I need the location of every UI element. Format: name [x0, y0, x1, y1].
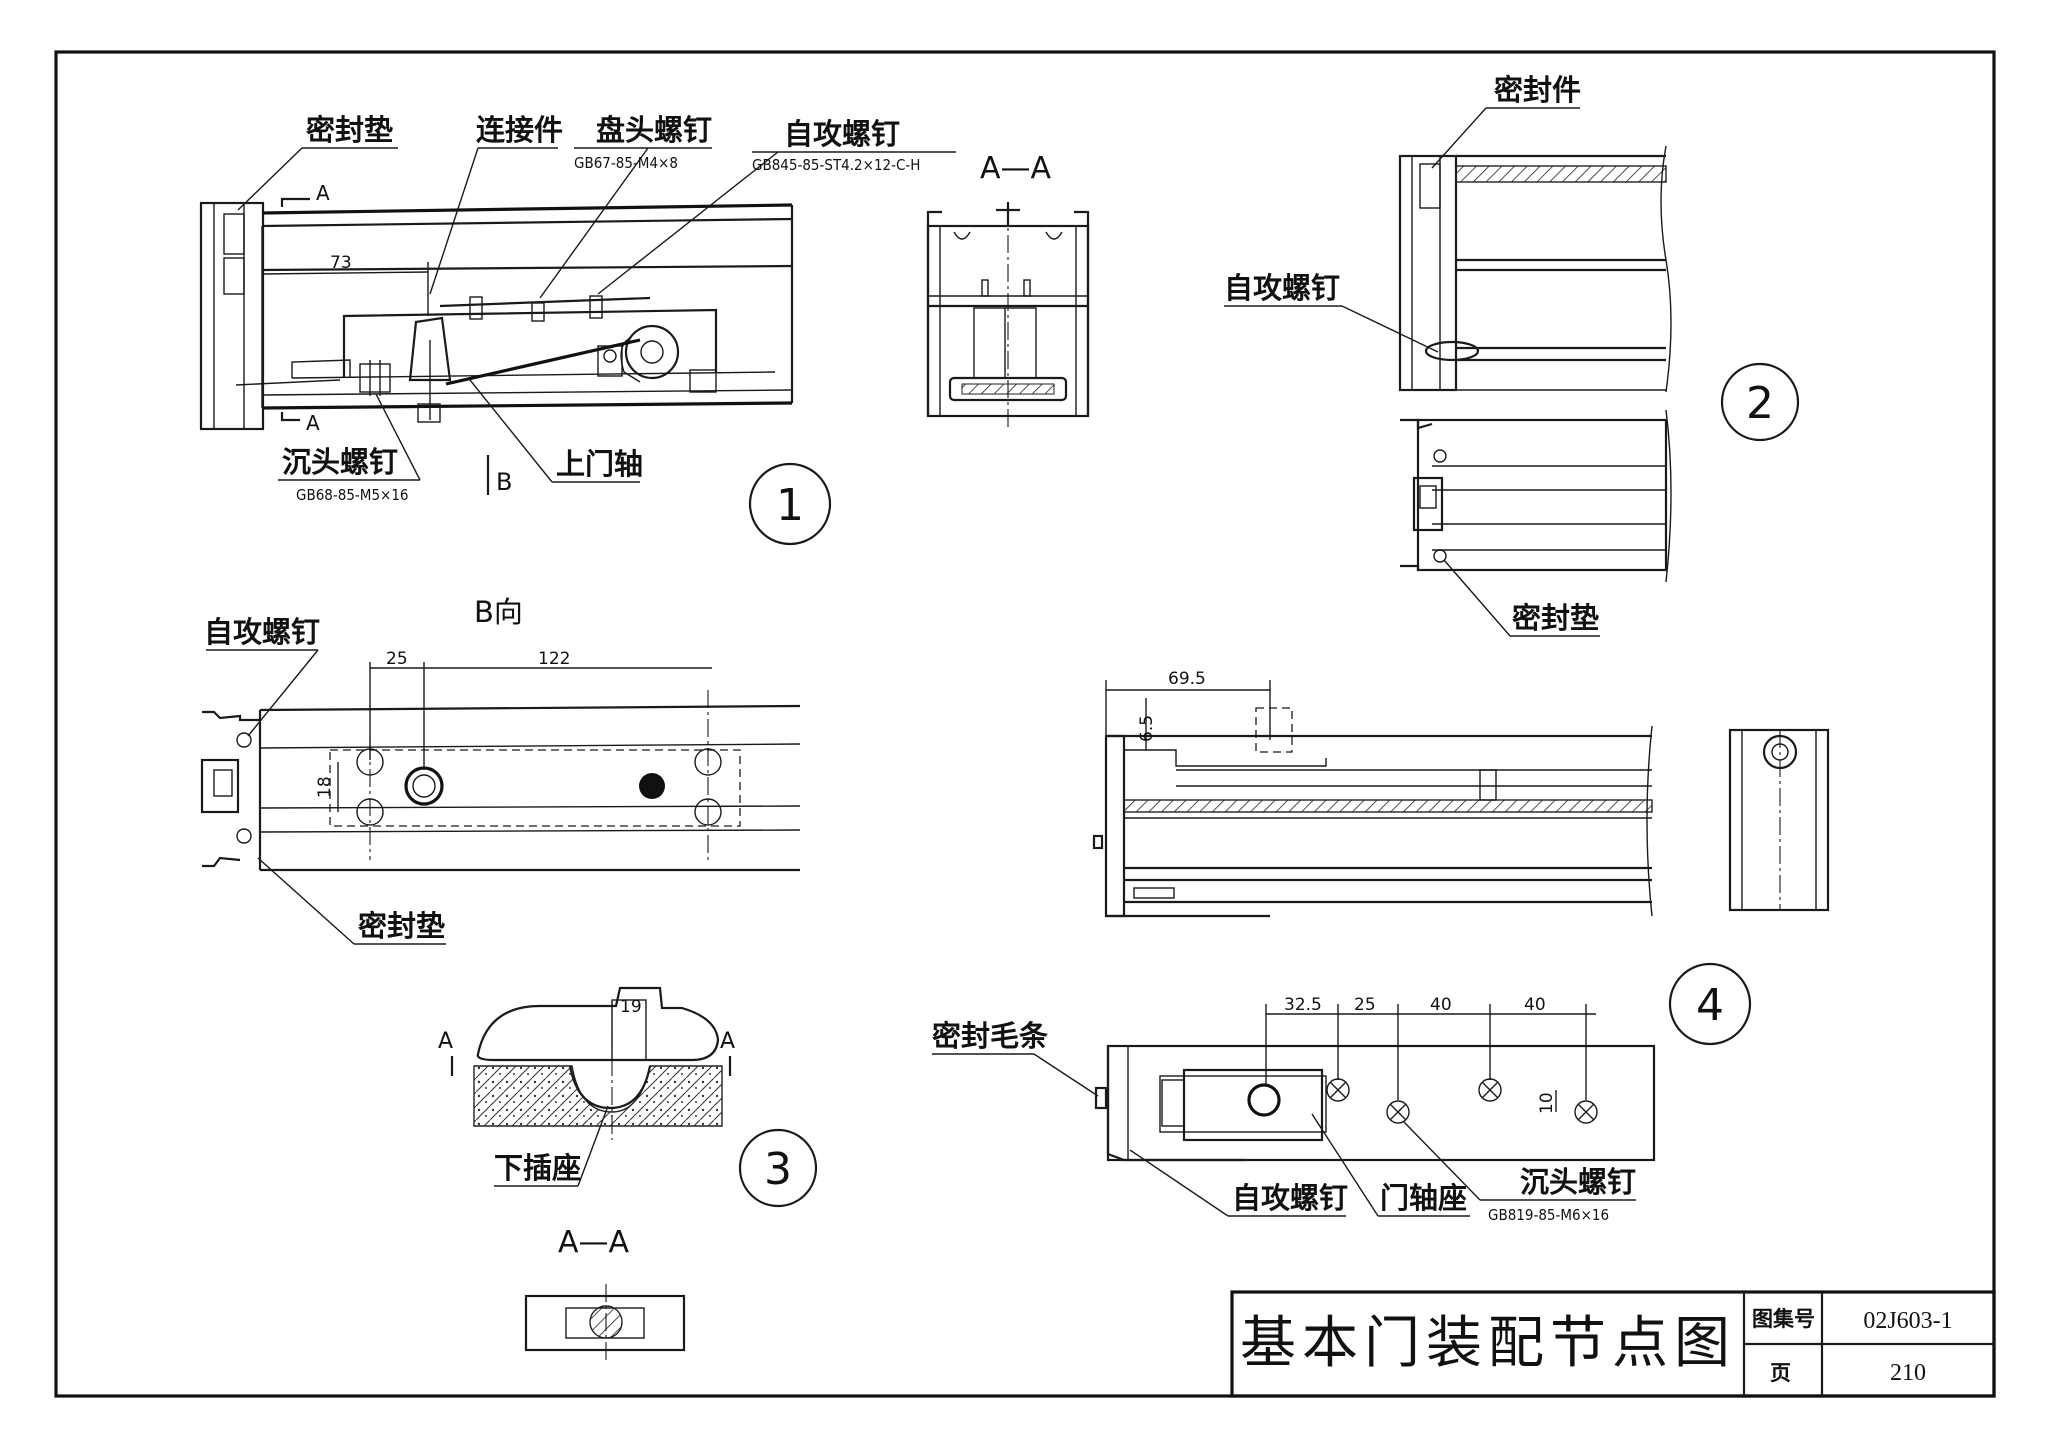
atlas-no: 02J603-1 — [1863, 1308, 1952, 1334]
sheet-frame — [54, 50, 1996, 1398]
page-no: 210 — [1890, 1360, 1926, 1386]
label-top-pivot: 上门轴 — [556, 447, 643, 481]
label-pivot-seat: 门轴座 — [1380, 1181, 1467, 1215]
detail-number-circle-1 — [748, 462, 832, 546]
title-block: 基本门装配节点图 图集号 02J603-1 页 210 — [1230, 1290, 1996, 1398]
stile-profile — [199, 201, 265, 431]
label-self-tapping-screw: 自攻螺钉 — [784, 117, 900, 151]
label-seal-pad-2: 密封垫 — [1512, 601, 1599, 635]
label-seal-part: 密封件 — [1494, 73, 1581, 107]
label-countersunk-screw: 沉头螺钉 — [282, 445, 398, 479]
dim-25-4: 25 — [1354, 995, 1376, 1015]
dim-19: 19 — [620, 997, 642, 1017]
label-pan-head-screw: 盘头螺钉 — [596, 113, 712, 147]
detail-4: 69.5 6.5 — [932, 669, 1830, 1224]
label-bottom-socket: 下插座 — [494, 1151, 581, 1185]
dim-6-5: 6.5 — [1137, 715, 1157, 742]
b-view: B向 25 122 18 自攻螺钉 密封垫 — [200, 595, 801, 945]
b-view-title: B向 — [474, 595, 523, 629]
dim-40-b: 40 — [1524, 995, 1546, 1015]
cut-marker-a-left: A — [438, 1029, 453, 1054]
section-a-a-detail3: A—A — [524, 1225, 686, 1362]
pan-head-screws — [439, 295, 651, 322]
page-label: 页 — [1770, 1360, 1791, 1385]
drawing-title: 基本门装配节点图 — [1240, 1311, 1736, 1376]
dim-73: 73 — [330, 253, 352, 273]
detail-number-1: 1 — [776, 480, 804, 531]
dim-10: 10 — [1537, 1092, 1557, 1114]
label-self-tapping-screw-4: 自攻螺钉 — [1232, 1181, 1348, 1215]
dim-69-5: 69.5 — [1168, 669, 1206, 689]
cut-marker-a-top: A — [316, 181, 330, 205]
detail-3: 19 A A 下插座 3 A—A — [438, 986, 818, 1362]
std-countersunk-screw-4: GB819-85-M6×16 — [1488, 1206, 1609, 1224]
detail-number-3: 3 — [764, 1144, 792, 1195]
dim-25-b: 25 — [386, 649, 408, 669]
dim-32-5: 32.5 — [1284, 995, 1322, 1015]
detail-number-circle-2 — [1720, 362, 1800, 442]
detail-number-4: 4 — [1696, 980, 1724, 1031]
label-seal-pad-b: 密封垫 — [358, 909, 445, 943]
view-b-marker: B — [496, 468, 512, 496]
label-self-tapping-screw-2: 自攻螺钉 — [1224, 271, 1340, 305]
cut-marker-a-right: A — [720, 1029, 735, 1054]
label-seal-pad: 密封垫 — [306, 113, 393, 147]
label-seal-brush: 密封毛条 — [932, 1019, 1048, 1053]
dim-122: 122 — [538, 649, 570, 669]
label-connector: 连接件 — [476, 113, 563, 147]
label-self-tapping-screw-b: 自攻螺钉 — [204, 615, 320, 649]
cut-marker-a-bottom: A — [306, 411, 320, 435]
connector-part — [408, 316, 452, 382]
detail-number-circle-3 — [738, 1128, 818, 1208]
label-countersunk-screw-4: 沉头螺钉 — [1520, 1165, 1636, 1199]
dim-40-a: 40 — [1430, 995, 1452, 1015]
svg-text:A—A: A—A — [980, 151, 1052, 186]
std-countersunk-screw: GB68-85-M5×16 — [296, 486, 409, 504]
atlas-no-label: 图集号 — [1752, 1306, 1815, 1331]
section-a-a-detail1: A—A — [926, 151, 1090, 430]
svg-text:A—A: A—A — [558, 1225, 630, 1260]
detail-number-2: 2 — [1746, 378, 1774, 429]
detail-1: 73 A A B 密封垫 连接件 盘头螺钉 GB67-85-M4×8 自攻螺钉 … — [199, 113, 1090, 546]
dim-18: 18 — [315, 776, 335, 798]
std-pan-head-screw: GB67-85-M4×8 — [574, 154, 678, 172]
std-self-tapping-screw: GB845-85-ST4.2×12-C-H — [752, 156, 920, 174]
detail-2: 密封件 自攻螺钉 密封垫 2 — [1224, 73, 1800, 637]
detail-number-circle-4 — [1668, 962, 1752, 1046]
top-pivot-roller — [624, 324, 680, 380]
